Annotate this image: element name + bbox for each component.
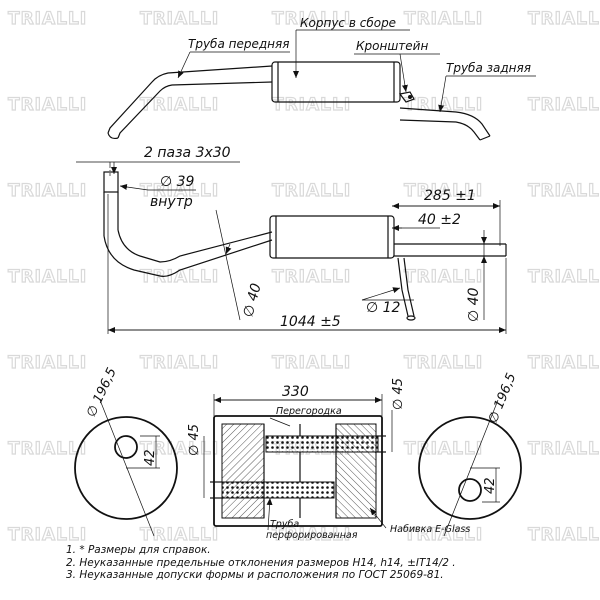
bracket [398,91,415,103]
svg-text:TRIALLI: TRIALLI [272,181,351,201]
dim-dia-45-top: ∅ 45 [391,378,406,410]
right-outlet-hole [458,478,482,502]
svg-text:TRIALLI: TRIALLI [8,181,87,201]
svg-text:TRIALLI: TRIALLI [272,267,351,287]
svg-text:TRIALLI: TRIALLI [8,95,87,115]
svg-text:TRIALLI: TRIALLI [8,353,87,373]
watermark: TRIALLI TRIALLI TRIALLI TRIALLI TRIALLI … [7,8,600,545]
svg-text:TRIALLI: TRIALLI [404,353,483,373]
svg-text:TRIALLI: TRIALLI [140,9,219,29]
svg-text:TRIALLI: TRIALLI [8,9,87,29]
rear-pipe-lower [399,119,481,141]
dim-dia-12: ∅ 12 [366,300,401,316]
dim-285: 285 ±1 [424,188,476,204]
svg-text:TRIALLI: TRIALLI [528,525,600,545]
cross-section: 330 Перегородка ∅ 45 ∅ 45 Труба перфорир… [187,378,470,541]
label-partition: Перегородка [276,406,342,417]
svg-text:TRIALLI: TRIALLI [404,525,483,545]
watermark-layer: TRIALLI TRIALLI TRIALLI TRIALLI TRIALLI … [7,8,600,545]
drawing-notes: 1. * Размеры для справок. 2. Неуказанные… [66,544,456,582]
svg-text:TRIALLI: TRIALLI [528,9,600,29]
top-view: Корпус в сборе Труба передняя Кронштейн … [107,16,536,141]
left-dia: ∅ 196,5 [84,366,120,420]
note-3: 3. Неуказанные допуски формы и расположе… [66,569,444,581]
svg-text:TRIALLI: TRIALLI [404,267,483,287]
right-dia: ∅ 196,5 [486,371,520,425]
section-shell [213,415,383,527]
svg-text:TRIALLI: TRIALLI [272,525,351,545]
right-dim-42: 42 [483,477,498,494]
svg-text:TRIALLI: TRIALLI [404,95,483,115]
svg-text:TRIALLI: TRIALLI [8,525,87,545]
inlet-pipe-lower [103,235,273,277]
dim-dia-40-right: ∅ 40 [466,287,482,322]
label-front-pipe: Труба передняя [188,37,289,51]
svg-text:TRIALLI: TRIALLI [140,181,219,201]
svg-text:TRIALLI: TRIALLI [8,439,87,459]
side-view: 2 паза 3x30 ∅ 39 внутр 285 ±1 40 ±2 ∅ 40… [76,145,507,334]
svg-text:TRIALLI: TRIALLI [140,439,219,459]
left-inlet-hole [114,435,138,459]
svg-text:TRIALLI: TRIALLI [528,267,600,287]
svg-text:TRIALLI: TRIALLI [272,9,351,29]
dim-1044: 1044 ±5 [280,314,341,330]
note-1: 1. * Размеры для справок. [66,544,211,556]
svg-text:TRIALLI: TRIALLI [528,181,600,201]
front-pipe-lower [117,81,273,139]
svg-text:TRIALLI: TRIALLI [528,439,600,459]
dim-dia-45-left: ∅ 45 [187,424,202,456]
perforated-pipe-upper [265,435,379,453]
svg-text:TRIALLI: TRIALLI [272,95,351,115]
dim-slots: 2 паза 3x30 [144,145,231,161]
svg-text:TRIALLI: TRIALLI [140,267,219,287]
left-dim-42: 42 [143,449,158,466]
dim-330: 330 [282,384,309,400]
label-body-assembly: Корпус в сборе [300,16,396,30]
svg-text:TRIALLI: TRIALLI [272,353,351,373]
front-pipe-upper [107,65,273,134]
label-packing: Набивка E-Glass [390,524,470,535]
dim-40-2: 40 ±2 [418,212,461,228]
svg-text:TRIALLI: TRIALLI [140,95,219,115]
dim-dia-40-left: ∅ 40 [240,282,264,320]
label-rear-pipe: Труба задняя [446,61,531,75]
label-perforated-1: Труба [270,519,299,530]
svg-text:TRIALLI: TRIALLI [528,353,600,373]
perforated-pipe-lower [221,481,335,499]
label-bracket: Кронштейн [356,39,428,53]
svg-text:TRIALLI: TRIALLI [140,525,219,545]
inlet-pipe-upper [117,229,273,263]
label-perforated-2: перфорированная [266,530,358,541]
dim-inner-diameter: ∅ 39 [160,174,195,190]
note-2: 2. Неуказанные предельные отклонения раз… [66,556,456,569]
rear-pipe-upper [399,107,491,137]
svg-text:TRIALLI: TRIALLI [8,267,87,287]
inlet-slotted-end [103,171,119,193]
svg-text:TRIALLI: TRIALLI [140,353,219,373]
hanger-rod [397,257,409,317]
dim-inner-word: внутр [150,194,193,210]
packing-left [221,423,265,519]
svg-text:TRIALLI: TRIALLI [404,439,483,459]
muffler-body-side [269,215,395,259]
muffler-body-top [271,61,401,103]
svg-text:TRIALLI: TRIALLI [404,9,483,29]
svg-text:TRIALLI: TRIALLI [404,181,483,201]
svg-text:TRIALLI: TRIALLI [528,95,600,115]
